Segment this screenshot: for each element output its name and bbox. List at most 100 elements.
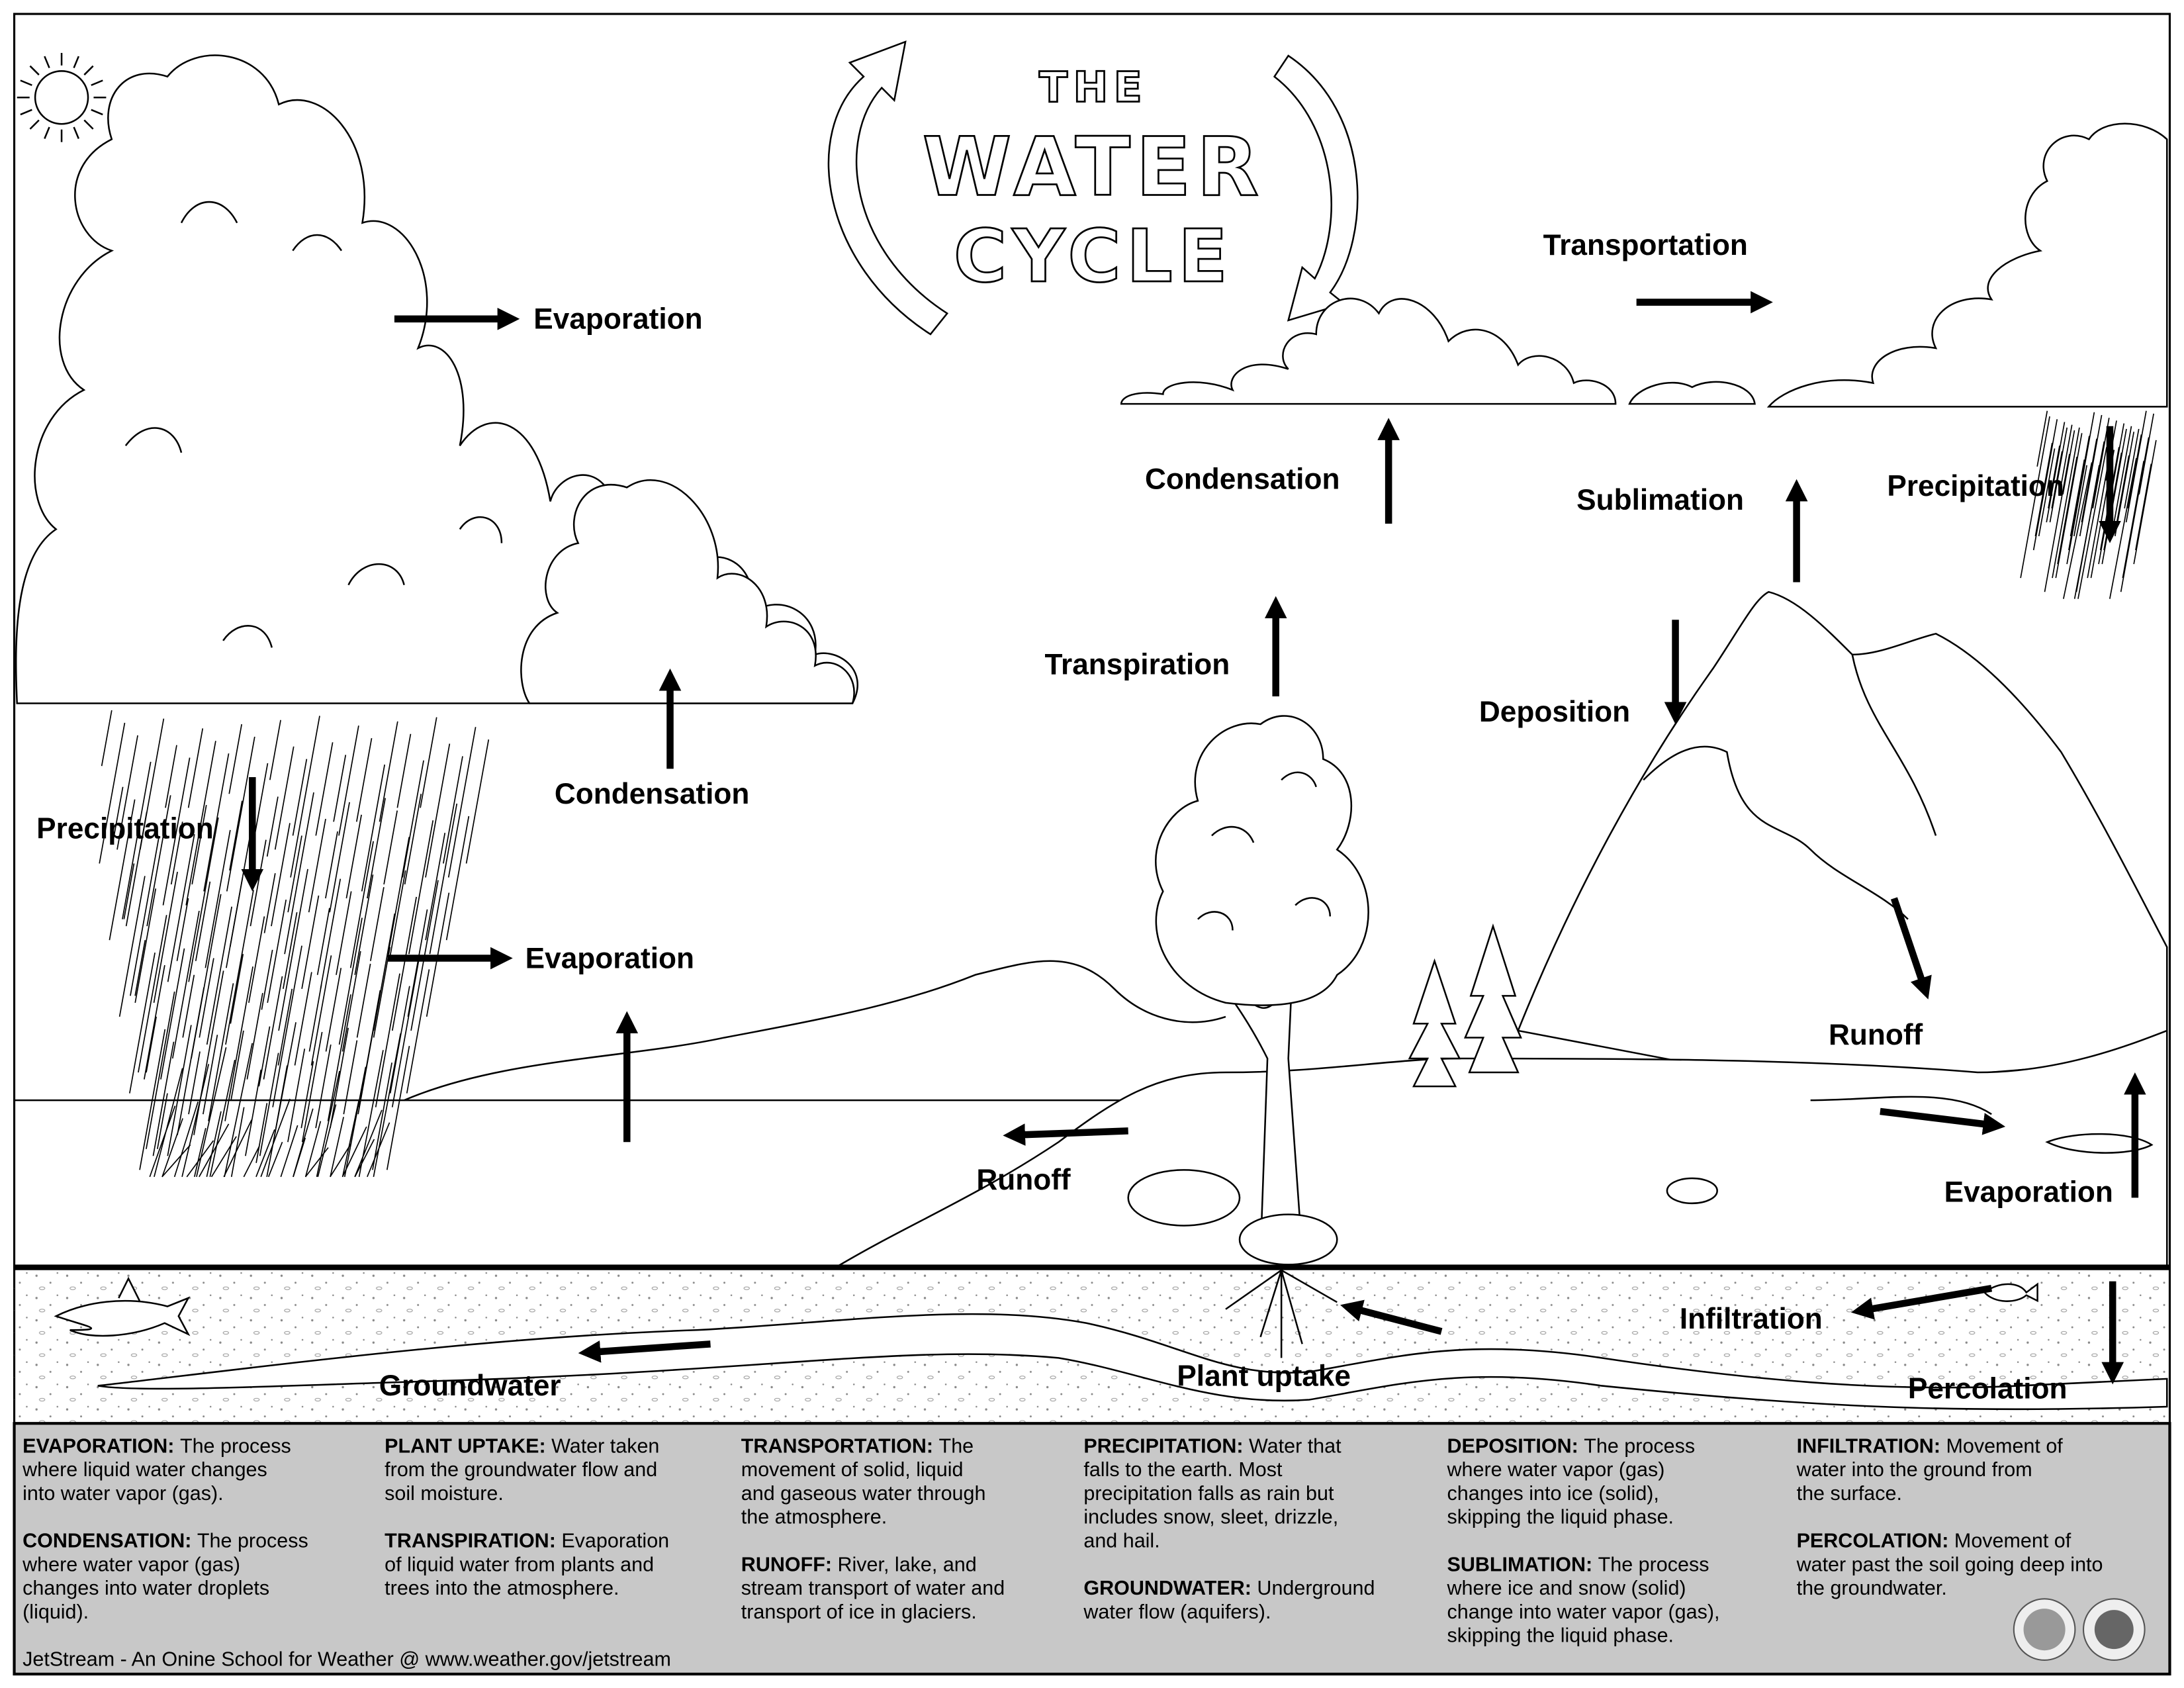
rain-streak [341, 1100, 360, 1178]
footer-credit: JetStream - An Onine School for Weather … [23, 1648, 671, 1670]
rain-streak [447, 727, 477, 878]
sun-ray [83, 65, 94, 75]
rain-streak [259, 1053, 279, 1156]
rain-streak [153, 871, 178, 1004]
rain-streak [420, 717, 437, 808]
definition-line: PLANT UPTAKE: Water taken [385, 1434, 659, 1457]
rain-streak [255, 1103, 268, 1163]
rain-streak [280, 1125, 298, 1178]
rain-streak [349, 841, 374, 968]
rain-streak [156, 1093, 168, 1149]
rain-streak [229, 800, 243, 871]
definition-line: change into water vapor (gas), [1447, 1601, 1720, 1623]
rain-streak [356, 963, 371, 1038]
rain-streak [2092, 418, 2110, 509]
rain-streak [171, 910, 200, 1059]
rain-streak [354, 874, 374, 975]
definition-line: from the groundwater flow and [385, 1458, 657, 1481]
rain-streak [367, 1122, 390, 1178]
rain-streak [2055, 433, 2083, 579]
definition-line: precipitation falls as rain but [1083, 1482, 1334, 1505]
definition-line: transport of ice in glaciers. [741, 1601, 977, 1623]
rain-streak [170, 821, 183, 885]
definition-line: CONDENSATION: The process [23, 1530, 308, 1552]
rain-streak [146, 795, 171, 927]
rain-streak [122, 761, 152, 919]
rain-streak [130, 838, 159, 996]
definition-term: TRANSPORTATION: [741, 1434, 939, 1457]
definition-line: RUNOFF: River, lake, and [741, 1553, 977, 1575]
rain-streak [2048, 445, 2060, 509]
label-transpiration: Transpiration [1044, 648, 1230, 680]
rain-streak [176, 898, 189, 961]
definition-line: and gaseous water through [741, 1482, 986, 1505]
rain-streak [267, 1141, 283, 1178]
rain-streak [2116, 455, 2130, 523]
rain-streak [292, 759, 308, 836]
rain-streak [101, 710, 113, 767]
rain-streak [338, 726, 359, 836]
rain-streak [177, 987, 205, 1135]
rain-streak [206, 906, 233, 1045]
label-evaporation-top: Evaporation [533, 303, 702, 336]
label-transportation: Transportation [1543, 229, 1748, 261]
sun-ray [44, 126, 50, 139]
sun-ray [73, 126, 80, 139]
sun-ray [29, 65, 40, 75]
definition-term: RUNOFF: [741, 1553, 838, 1575]
rain-streak [386, 1045, 410, 1170]
rain-streak [228, 724, 243, 794]
rain-streak [2068, 436, 2090, 551]
label-runoff-center: Runoff [976, 1164, 1071, 1196]
rain-streak [2127, 434, 2142, 509]
rain-streak [193, 1128, 206, 1178]
rain-streak [391, 957, 420, 1107]
label-deposition: Deposition [1479, 696, 1630, 728]
rain-left [99, 710, 490, 1178]
rain-streak [199, 958, 214, 1038]
label-groundwater: Groundwater [379, 1370, 561, 1402]
rain-streak [372, 1062, 392, 1170]
rain-streak [294, 972, 312, 1066]
rain-streak [263, 976, 283, 1080]
definition-term: PLANT UPTAKE: [385, 1434, 551, 1457]
rain-streak [429, 803, 458, 955]
rain-streak [406, 969, 430, 1094]
pine-trees [1408, 923, 1522, 1088]
rain-streak [293, 1137, 306, 1178]
rain-streak [266, 796, 279, 857]
tree [1155, 715, 1369, 1254]
label-condensation-left: Condensation [555, 778, 749, 810]
rain-streak [379, 721, 398, 822]
rain-streak [205, 829, 231, 968]
sun-ray [44, 56, 50, 69]
rain-streak [2124, 428, 2140, 509]
rain-streak [223, 1119, 253, 1178]
rain-streak [315, 742, 334, 836]
rain-streak [310, 955, 332, 1066]
rain-streak [301, 895, 320, 989]
rain-streak [388, 870, 406, 961]
rain-streak [261, 949, 273, 1010]
rain-streak [224, 1043, 253, 1178]
sun-ray [91, 79, 103, 86]
rain-streak [224, 966, 253, 1121]
definition-line: PRECIPITATION: Water that [1083, 1434, 1342, 1457]
rain-streak [408, 820, 434, 955]
rain-streak [2052, 427, 2080, 579]
label-evaporation-ocean: Evaporation [525, 942, 694, 974]
rain-streak [407, 909, 428, 1017]
rain-streak [112, 786, 124, 843]
rain-streak [284, 792, 314, 955]
rain-streak [125, 812, 148, 927]
rain-streak [425, 743, 451, 878]
definition-term: PERCOLATION: [1797, 1530, 1954, 1552]
rain-streak [129, 952, 156, 1094]
rain-streak [195, 881, 211, 961]
rain-streak [188, 1051, 201, 1115]
definition-line: DEPOSITION: The process [1447, 1434, 1696, 1457]
definition-line: skipping the liquid phase. [1447, 1624, 1674, 1647]
rain-streak [245, 1069, 262, 1156]
rain-streak [370, 887, 385, 961]
